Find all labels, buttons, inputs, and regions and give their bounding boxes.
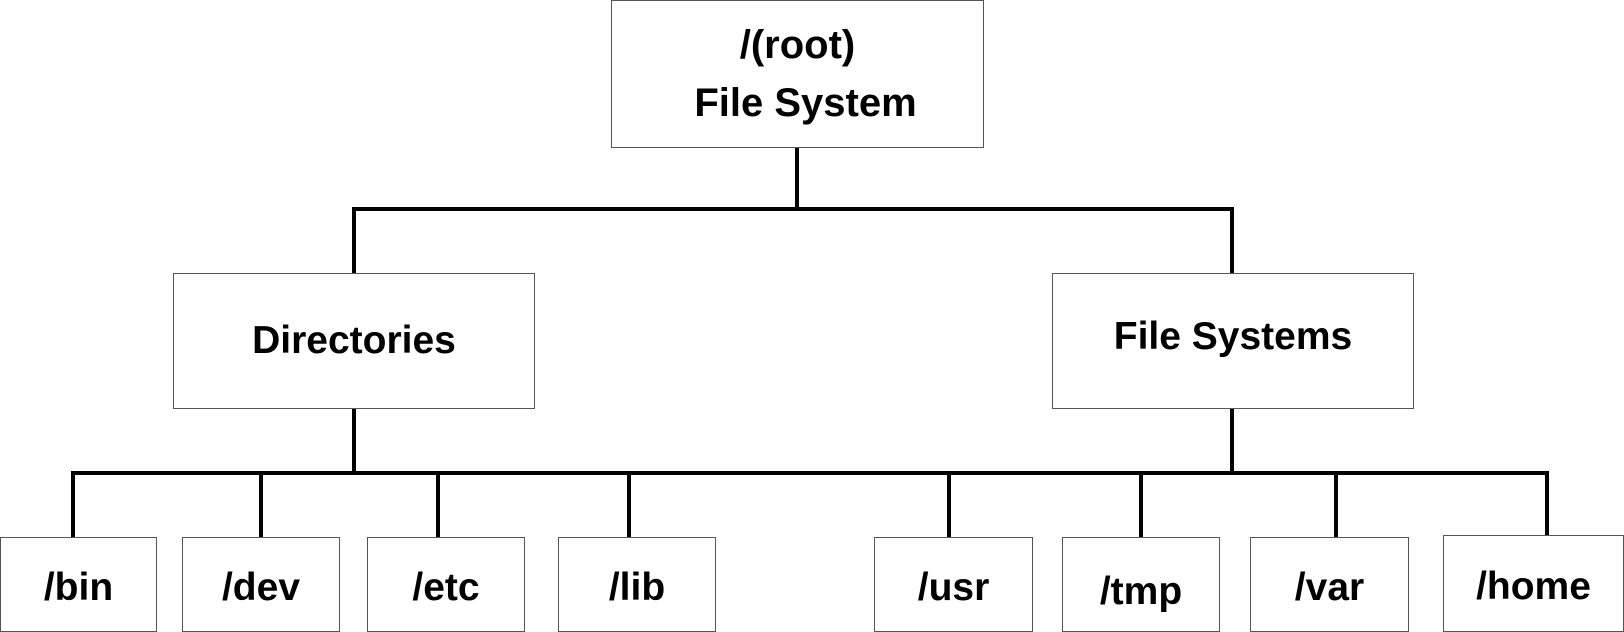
leaf-bin: /bin bbox=[0, 537, 157, 632]
directories-label: Directories bbox=[252, 319, 456, 362]
leaf-etc: /etc bbox=[367, 537, 525, 632]
leaf-label: /var bbox=[1294, 565, 1365, 609]
root-sublabel: File System bbox=[694, 81, 917, 125]
leaf-label: /home bbox=[1476, 564, 1591, 608]
leaf-label: /usr bbox=[917, 565, 990, 609]
file-systems-node: File Systems bbox=[1052, 273, 1414, 409]
leaf-usr: /usr bbox=[874, 537, 1033, 632]
root-node: /(root) File System bbox=[611, 0, 984, 148]
leaf-tmp: /tmp bbox=[1062, 537, 1220, 632]
leaf-label: /lib bbox=[608, 565, 666, 609]
leaf-dev: /dev bbox=[182, 537, 340, 632]
leaf-lib: /lib bbox=[558, 537, 716, 632]
leaf-label: /dev bbox=[221, 565, 301, 609]
directories-node: Directories bbox=[173, 273, 535, 409]
leaf-label: /bin bbox=[43, 565, 114, 609]
leaf-label: /etc bbox=[412, 565, 480, 609]
leaf-var: /var bbox=[1250, 537, 1409, 632]
leaf-home: /home bbox=[1443, 535, 1624, 632]
leaf-label: /tmp bbox=[1099, 569, 1183, 613]
root-label: /(root) bbox=[739, 23, 856, 67]
file-systems-label: File Systems bbox=[1113, 315, 1353, 358]
